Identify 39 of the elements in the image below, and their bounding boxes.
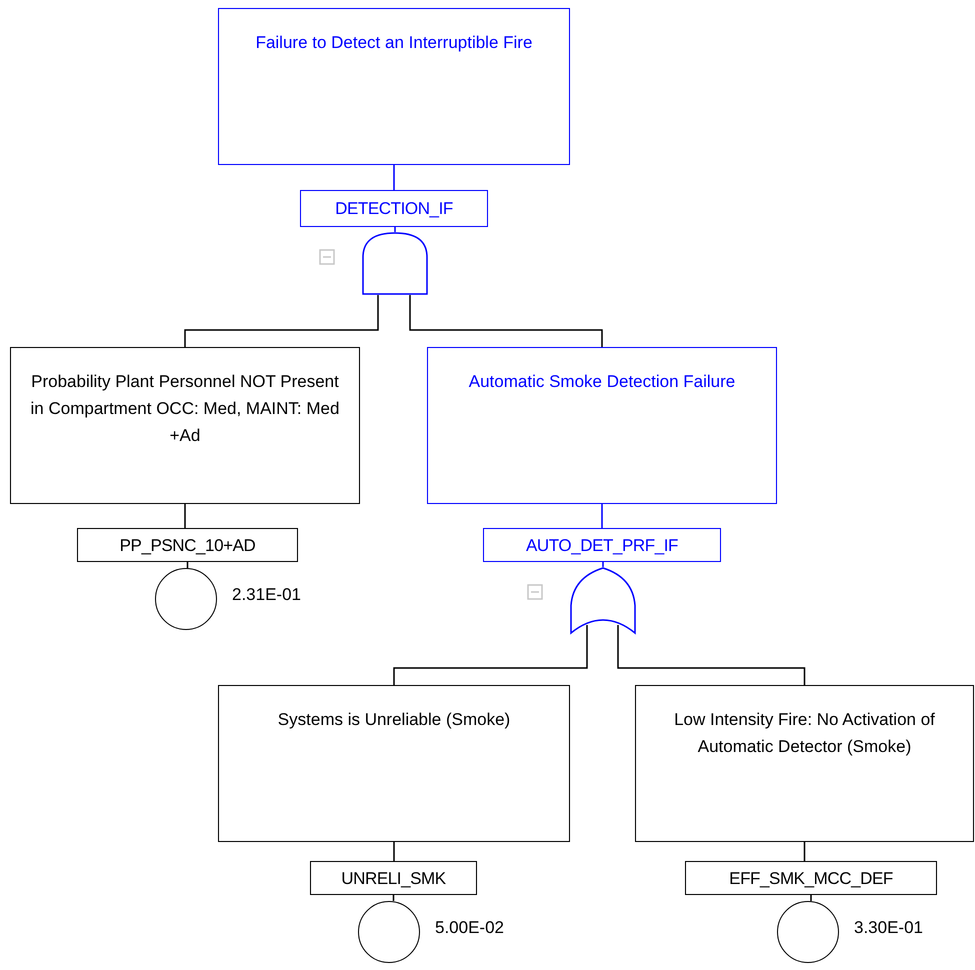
connector-line xyxy=(602,562,604,567)
connector-line xyxy=(394,227,396,232)
or-gate xyxy=(570,567,636,637)
connector-line xyxy=(804,842,806,861)
event-description: Low Intensity Fire: No Activation of Automatic Detector (Smoke) xyxy=(673,709,936,758)
event-box xyxy=(218,8,570,165)
event-description: Automatic Smoke Detection Failure xyxy=(468,371,736,393)
event-id: DETECTION_IF xyxy=(335,198,453,220)
and-gate xyxy=(362,232,428,295)
connector-line xyxy=(184,504,186,528)
event-id: UNRELI_SMK xyxy=(341,868,446,890)
connector-line xyxy=(186,562,188,568)
probability-value: 3.30E-01 xyxy=(854,917,923,939)
connector-line xyxy=(810,895,812,901)
event-description: Probability Plant Personnel NOT Present in Compartment OCC: Med, MAINT: Med +Ad xyxy=(30,371,340,447)
event-id-box xyxy=(483,528,721,562)
connector-line xyxy=(601,504,603,528)
event-id: EFF_SMK_MCC_DEF xyxy=(729,868,893,890)
probability-value: 2.31E-01 xyxy=(232,584,301,606)
event-box xyxy=(10,347,360,504)
event-box xyxy=(218,685,570,842)
connector-line xyxy=(393,842,395,861)
event-id-box xyxy=(77,528,298,562)
event-box xyxy=(635,685,974,842)
connector-line xyxy=(393,165,395,190)
event-id: PP_PSNC_10+AD xyxy=(120,534,256,556)
event-description: Failure to Detect an Interruptible Fire xyxy=(256,32,532,54)
event-id-box xyxy=(300,190,488,227)
event-id-box xyxy=(310,861,477,895)
connector-line xyxy=(393,625,588,685)
connector-line xyxy=(617,625,806,685)
event-box xyxy=(427,347,777,504)
probability-value: 5.00E-02 xyxy=(435,917,504,939)
event-description: Systems is Unreliable (Smoke) xyxy=(278,709,510,731)
connector-line xyxy=(392,895,394,901)
event-id-box xyxy=(685,861,937,895)
connector-line xyxy=(409,295,603,347)
event-id: AUTO_DET_PRF_IF xyxy=(526,534,678,556)
connector-line xyxy=(184,295,379,347)
